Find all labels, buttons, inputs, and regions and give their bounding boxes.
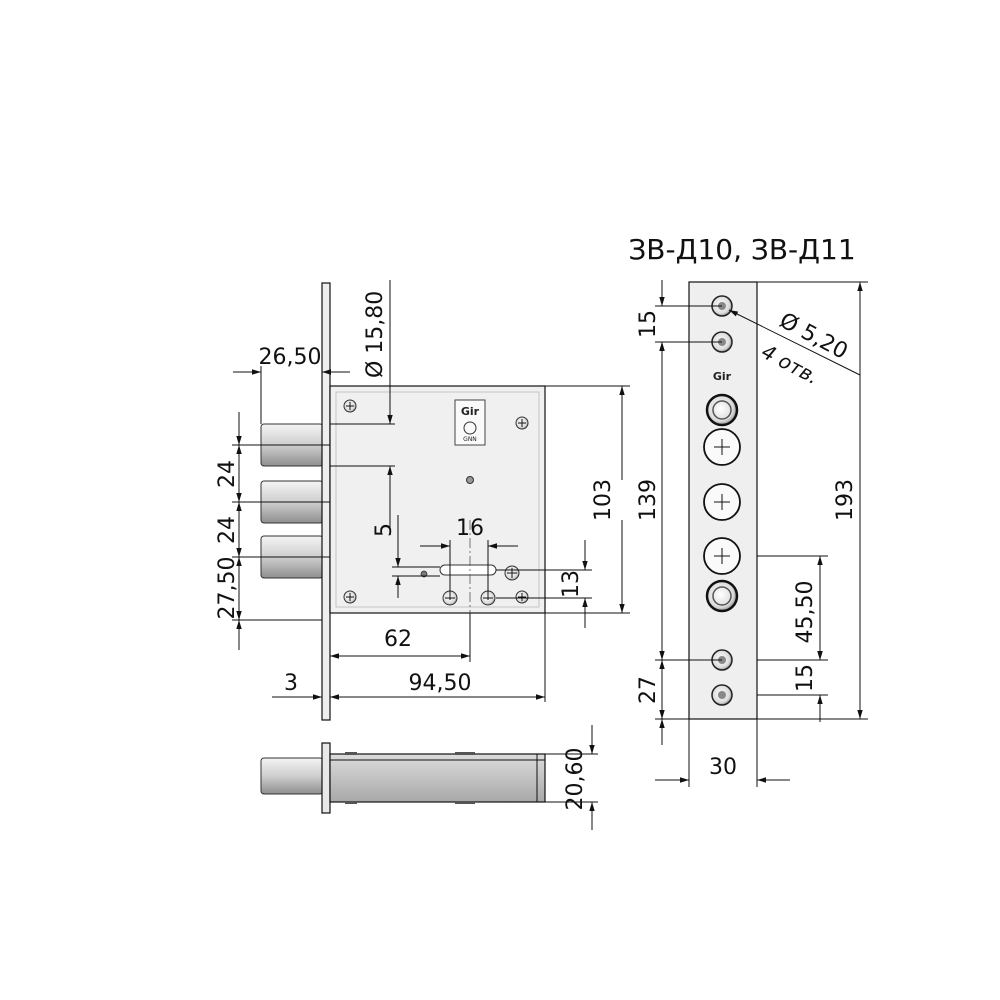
dim-bolt-projection: 26,50 xyxy=(259,345,322,370)
screw-top-left xyxy=(343,399,357,413)
dim-bolt-from-bottom: 27,50 xyxy=(215,557,240,620)
dim-keyhole-offset: 5 xyxy=(372,523,397,537)
screw-bottom-left xyxy=(343,590,357,604)
dim-strike-top-hole-spacing: 15 xyxy=(636,310,661,338)
side-bolt xyxy=(260,757,324,795)
brand-logo-plate: Gir GNN xyxy=(454,399,486,446)
dim-cylinder-diameter: Ø 15,80 xyxy=(363,291,388,378)
case-pin xyxy=(466,476,474,484)
dim-keyhole-spacing: 16 xyxy=(456,516,484,541)
dim-strike-bottom-margin: 27 xyxy=(636,676,661,704)
strike-bolt-opening-5 xyxy=(705,579,739,613)
dim-case-height: 103 xyxy=(591,479,616,521)
side-case xyxy=(329,753,546,803)
front-view-dimensions: 26,50 Ø 15,80 24 24 27,50 5 16 xyxy=(215,280,630,702)
drawing-title: ЗВ-Д10, ЗВ-Д11 xyxy=(628,233,855,266)
strike-screw-hole-2 xyxy=(711,331,733,353)
strike-bolt-opening-2 xyxy=(703,428,741,466)
dim-strike-center-span: 139 xyxy=(636,479,661,521)
brand-logo-text: Gir xyxy=(461,405,480,418)
strike-bolt-opening-4 xyxy=(703,537,741,575)
strike-screw-hole-4 xyxy=(711,684,733,706)
strike-brand-logo: Gir xyxy=(713,370,732,383)
dim-case-width: 94,50 xyxy=(409,671,472,696)
dim-bolt-spacing-upper: 24 xyxy=(215,460,240,488)
dim-strike-bottom-hole-spacing: 15 xyxy=(793,664,818,692)
side-faceplate xyxy=(321,742,331,814)
dim-backset: 62 xyxy=(384,627,412,652)
dim-keyhole-height: 13 xyxy=(559,570,584,598)
brand-logo-small-text: GNN xyxy=(463,436,477,443)
dim-case-depth: 20,60 xyxy=(563,748,588,811)
dim-strike-lower-offset: 45,50 xyxy=(793,581,818,644)
lock-case-inner-edge xyxy=(335,391,540,608)
dim-strike-width: 30 xyxy=(709,755,737,780)
lock-side-view: 20,60 xyxy=(260,725,598,830)
screw-bottom-right xyxy=(515,590,529,604)
strike-bolt-opening-3 xyxy=(703,483,741,521)
strike-plate-view: ЗВ-Д10, ЗВ-Д11 Gir xyxy=(628,233,868,787)
screw-top-right xyxy=(515,416,529,430)
strike-bolt-opening-1 xyxy=(705,393,739,427)
dim-strike-total-height: 193 xyxy=(833,479,858,521)
dim-bolt-spacing-lower: 24 xyxy=(215,516,240,544)
screw-right-middle xyxy=(504,565,520,581)
dim-faceplate-thickness: 3 xyxy=(284,671,298,696)
